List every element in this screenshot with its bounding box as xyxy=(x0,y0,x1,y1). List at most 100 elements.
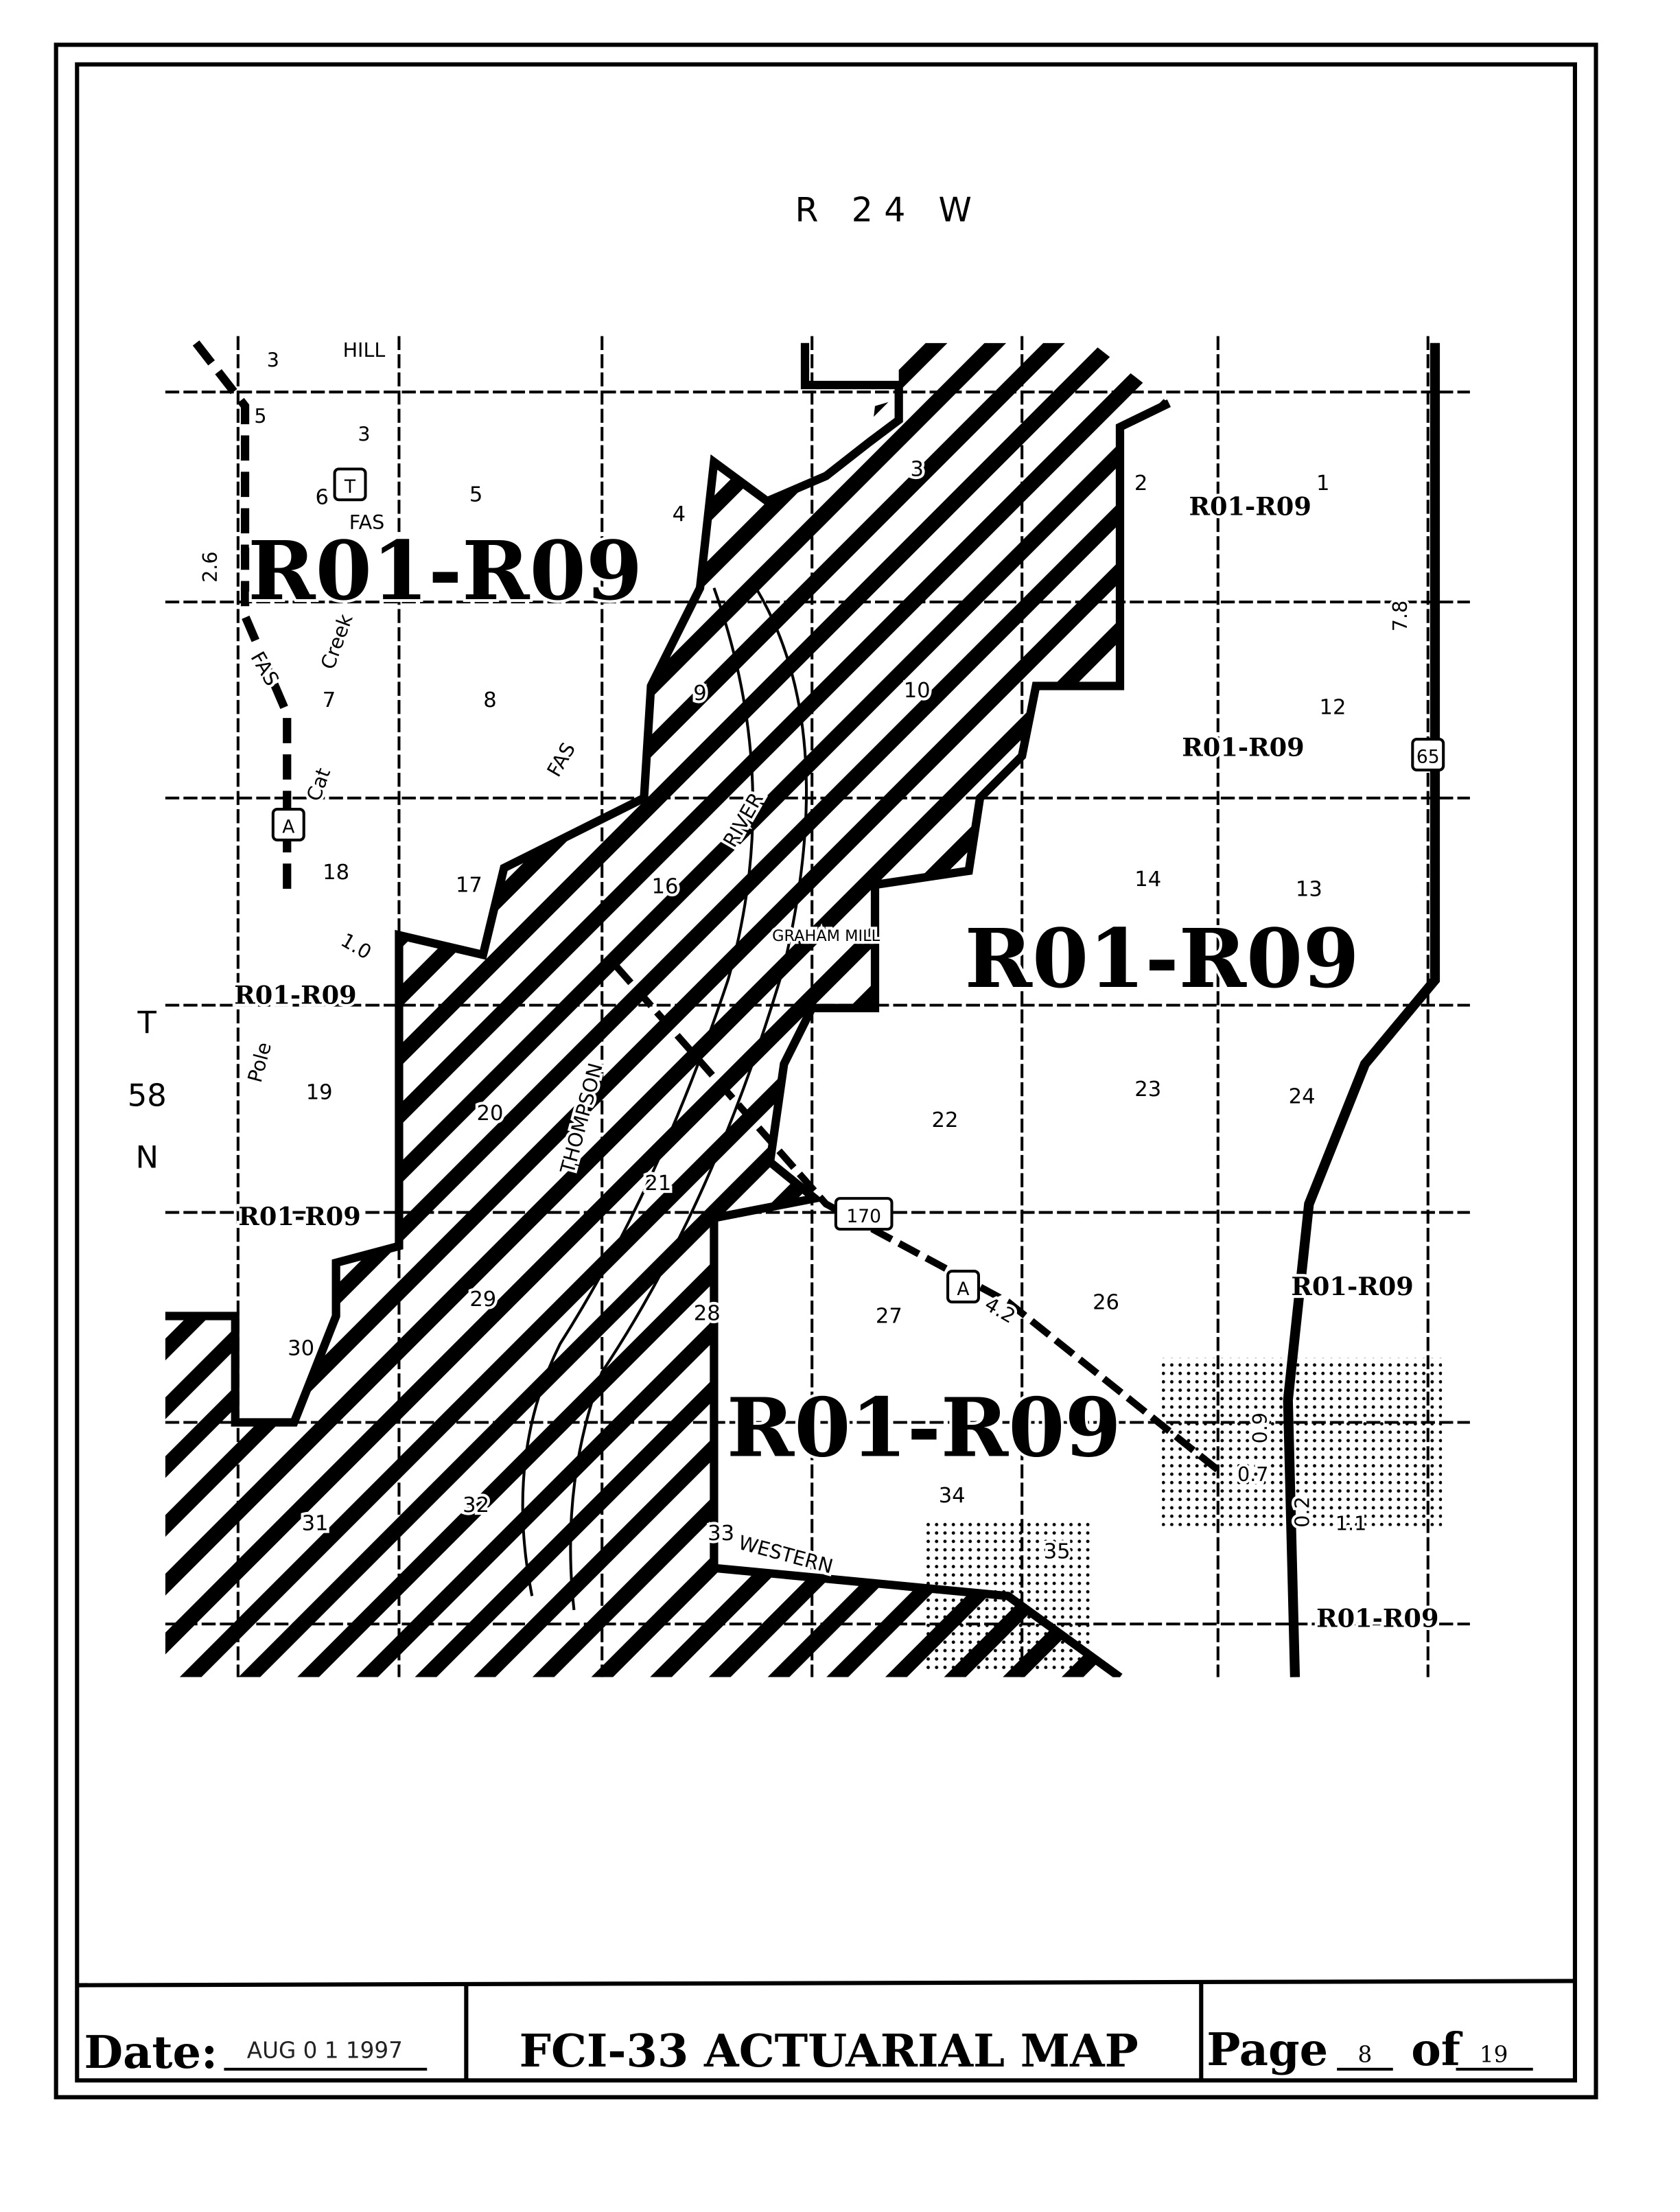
route-shield-label: A xyxy=(957,1279,969,1300)
zone-label: R01-R09 xyxy=(1182,733,1304,762)
section-number: 26 xyxy=(1093,1290,1119,1314)
urban-area-shading xyxy=(1162,1358,1443,1526)
hatch-line xyxy=(165,342,1169,1677)
hatch-line xyxy=(1587,210,1680,1750)
section-number: 27 xyxy=(876,1305,902,1329)
hatch-line xyxy=(1411,210,1680,1750)
date-stamp: AUG 0 1 1997 xyxy=(247,2038,403,2064)
township-label-part: N xyxy=(135,1139,159,1175)
zone-label: R01-R09 xyxy=(965,911,1360,1006)
route-shield-label: 170 xyxy=(846,1206,881,1227)
hatch-line xyxy=(165,342,1169,1677)
distance-label: 1.0 xyxy=(337,928,375,964)
distance-label: 5 xyxy=(254,404,266,428)
date-label: Date: xyxy=(84,2027,218,2079)
place-label: Creek xyxy=(316,611,357,673)
section-number: 3 xyxy=(910,458,923,482)
section-number: 13 xyxy=(1296,878,1322,902)
route-shield xyxy=(271,808,305,841)
page-number: 8 xyxy=(1358,2042,1373,2068)
hatch-line xyxy=(1646,210,1680,1750)
zone-label: R01-R09 xyxy=(1189,492,1311,522)
hatch-line xyxy=(406,342,1169,1677)
route-shield xyxy=(946,1270,980,1304)
section-number: 6 xyxy=(316,485,329,509)
footer-divider xyxy=(77,1979,1575,1988)
township-label-part: T xyxy=(137,1004,157,1040)
route-shield-label: A xyxy=(282,817,294,838)
section-number: 22 xyxy=(932,1108,959,1132)
zone-label: R01-R09 xyxy=(248,523,642,618)
section-number: 5 xyxy=(469,482,482,507)
section-number: 35 xyxy=(1044,1539,1071,1563)
hatch-line xyxy=(165,342,1169,1677)
section-number: 1 xyxy=(1316,471,1329,496)
section-number: 30 xyxy=(288,1337,314,1361)
distance-label: 0.7 xyxy=(1237,1463,1268,1486)
section-number: 7 xyxy=(323,688,336,712)
zone-label: R01-R09 xyxy=(1316,1603,1438,1633)
zone-boundary xyxy=(710,399,1171,1677)
hatch-line xyxy=(165,342,1016,1677)
distance-label: 0.2 xyxy=(1290,1496,1314,1527)
route-shield xyxy=(333,467,367,502)
section-number: 17 xyxy=(456,873,482,897)
section-number: 19 xyxy=(306,1080,333,1104)
section-number: 10 xyxy=(904,679,931,703)
hatch-line xyxy=(165,342,1169,1677)
place-label: FAS xyxy=(542,738,580,781)
route-shield xyxy=(834,1197,894,1231)
zone-boundary xyxy=(165,342,903,1427)
distance-label: 3 xyxy=(358,423,370,446)
inner-border xyxy=(75,62,1577,2083)
section-number: 9 xyxy=(693,682,706,706)
place-label: Pole xyxy=(243,1040,276,1085)
place-label: FAS xyxy=(349,511,384,534)
section-number: 28 xyxy=(694,1302,721,1326)
distance-label: 3 xyxy=(267,348,279,371)
highway-road xyxy=(192,340,292,896)
section-number: 33 xyxy=(708,1522,734,1546)
section-number: 12 xyxy=(1320,695,1346,719)
section-number: 18 xyxy=(323,861,349,885)
section-number: 21 xyxy=(644,1172,671,1196)
hatch-line xyxy=(1529,210,1680,1750)
section-number: 2 xyxy=(1134,471,1147,496)
zone-label: R01-R09 xyxy=(727,1379,1121,1475)
page-label: Page xyxy=(1206,2024,1328,2076)
route-shield-label: T xyxy=(344,476,356,498)
section-number: 34 xyxy=(939,1484,966,1508)
route-shield-label: 65 xyxy=(1416,747,1440,768)
place-label: GRAHAM MILL xyxy=(772,927,880,945)
outer-border xyxy=(54,43,1598,2099)
section-number: 32 xyxy=(463,1493,489,1517)
page-total: 19 xyxy=(1480,2042,1508,2068)
zone-label: R01-R09 xyxy=(1291,1272,1413,1301)
range-label: R 24 W xyxy=(795,190,983,229)
distance-label: 2.6 xyxy=(198,551,222,582)
distance-label: 4.2 xyxy=(981,1292,1019,1328)
of-label: of xyxy=(1411,2024,1463,2076)
hatch-line xyxy=(165,342,1169,1677)
hatch-line xyxy=(165,342,1169,1677)
zone-label: R01-R09 xyxy=(234,981,356,1010)
section-number: 20 xyxy=(477,1102,504,1126)
document-title: FCI-33 ACTUARIAL MAP xyxy=(520,2025,1139,2077)
zone-label: R01-R09 xyxy=(238,1202,360,1231)
section-number: 8 xyxy=(483,688,496,712)
section-number: 16 xyxy=(652,874,679,898)
section-number: 31 xyxy=(302,1512,329,1536)
section-number: 14 xyxy=(1134,868,1161,892)
section-number: 29 xyxy=(469,1288,496,1312)
distance-label: 1.1 xyxy=(1335,1512,1366,1535)
highway-65 xyxy=(1283,342,1440,1677)
section-number: 23 xyxy=(1134,1078,1161,1102)
distance-label: 0.9 xyxy=(1248,1412,1272,1443)
hatch-line xyxy=(165,342,1169,1677)
section-number: 4 xyxy=(673,502,686,526)
place-label: HILL xyxy=(343,338,386,362)
route-shield xyxy=(1411,738,1445,771)
